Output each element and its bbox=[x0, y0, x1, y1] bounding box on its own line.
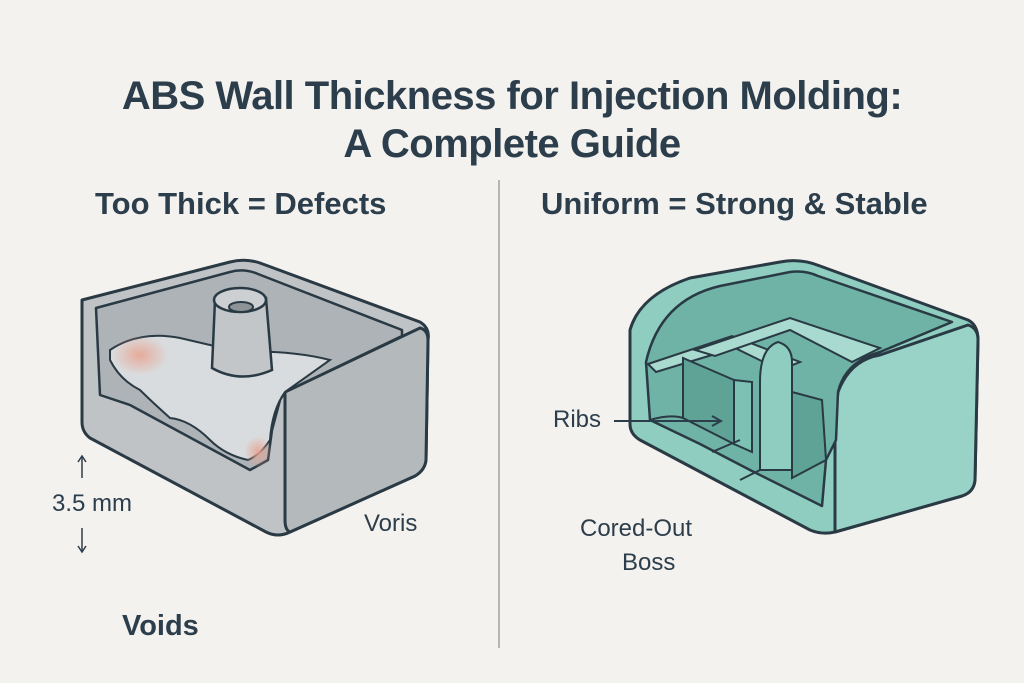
defect-label-voris: Voris bbox=[364, 510, 418, 537]
page-title-line1: ABS Wall Thickness for Injection Molding… bbox=[121, 74, 903, 118]
right-panel-heading: Uniform = Strong & Stable bbox=[541, 186, 928, 221]
left-panel-heading: Too Thick = Defects bbox=[95, 186, 387, 221]
wall-thickness-dimension-label: 3.5 mm bbox=[52, 490, 133, 517]
boss-label: Boss bbox=[622, 549, 676, 576]
page-title-line2: A Complete Guide bbox=[343, 122, 681, 166]
cored-out-label: Cored-Out bbox=[580, 515, 693, 542]
panel-divider bbox=[498, 180, 500, 648]
defect-label-voids: Voids bbox=[122, 610, 199, 642]
ribs-label: Ribs bbox=[553, 406, 602, 433]
